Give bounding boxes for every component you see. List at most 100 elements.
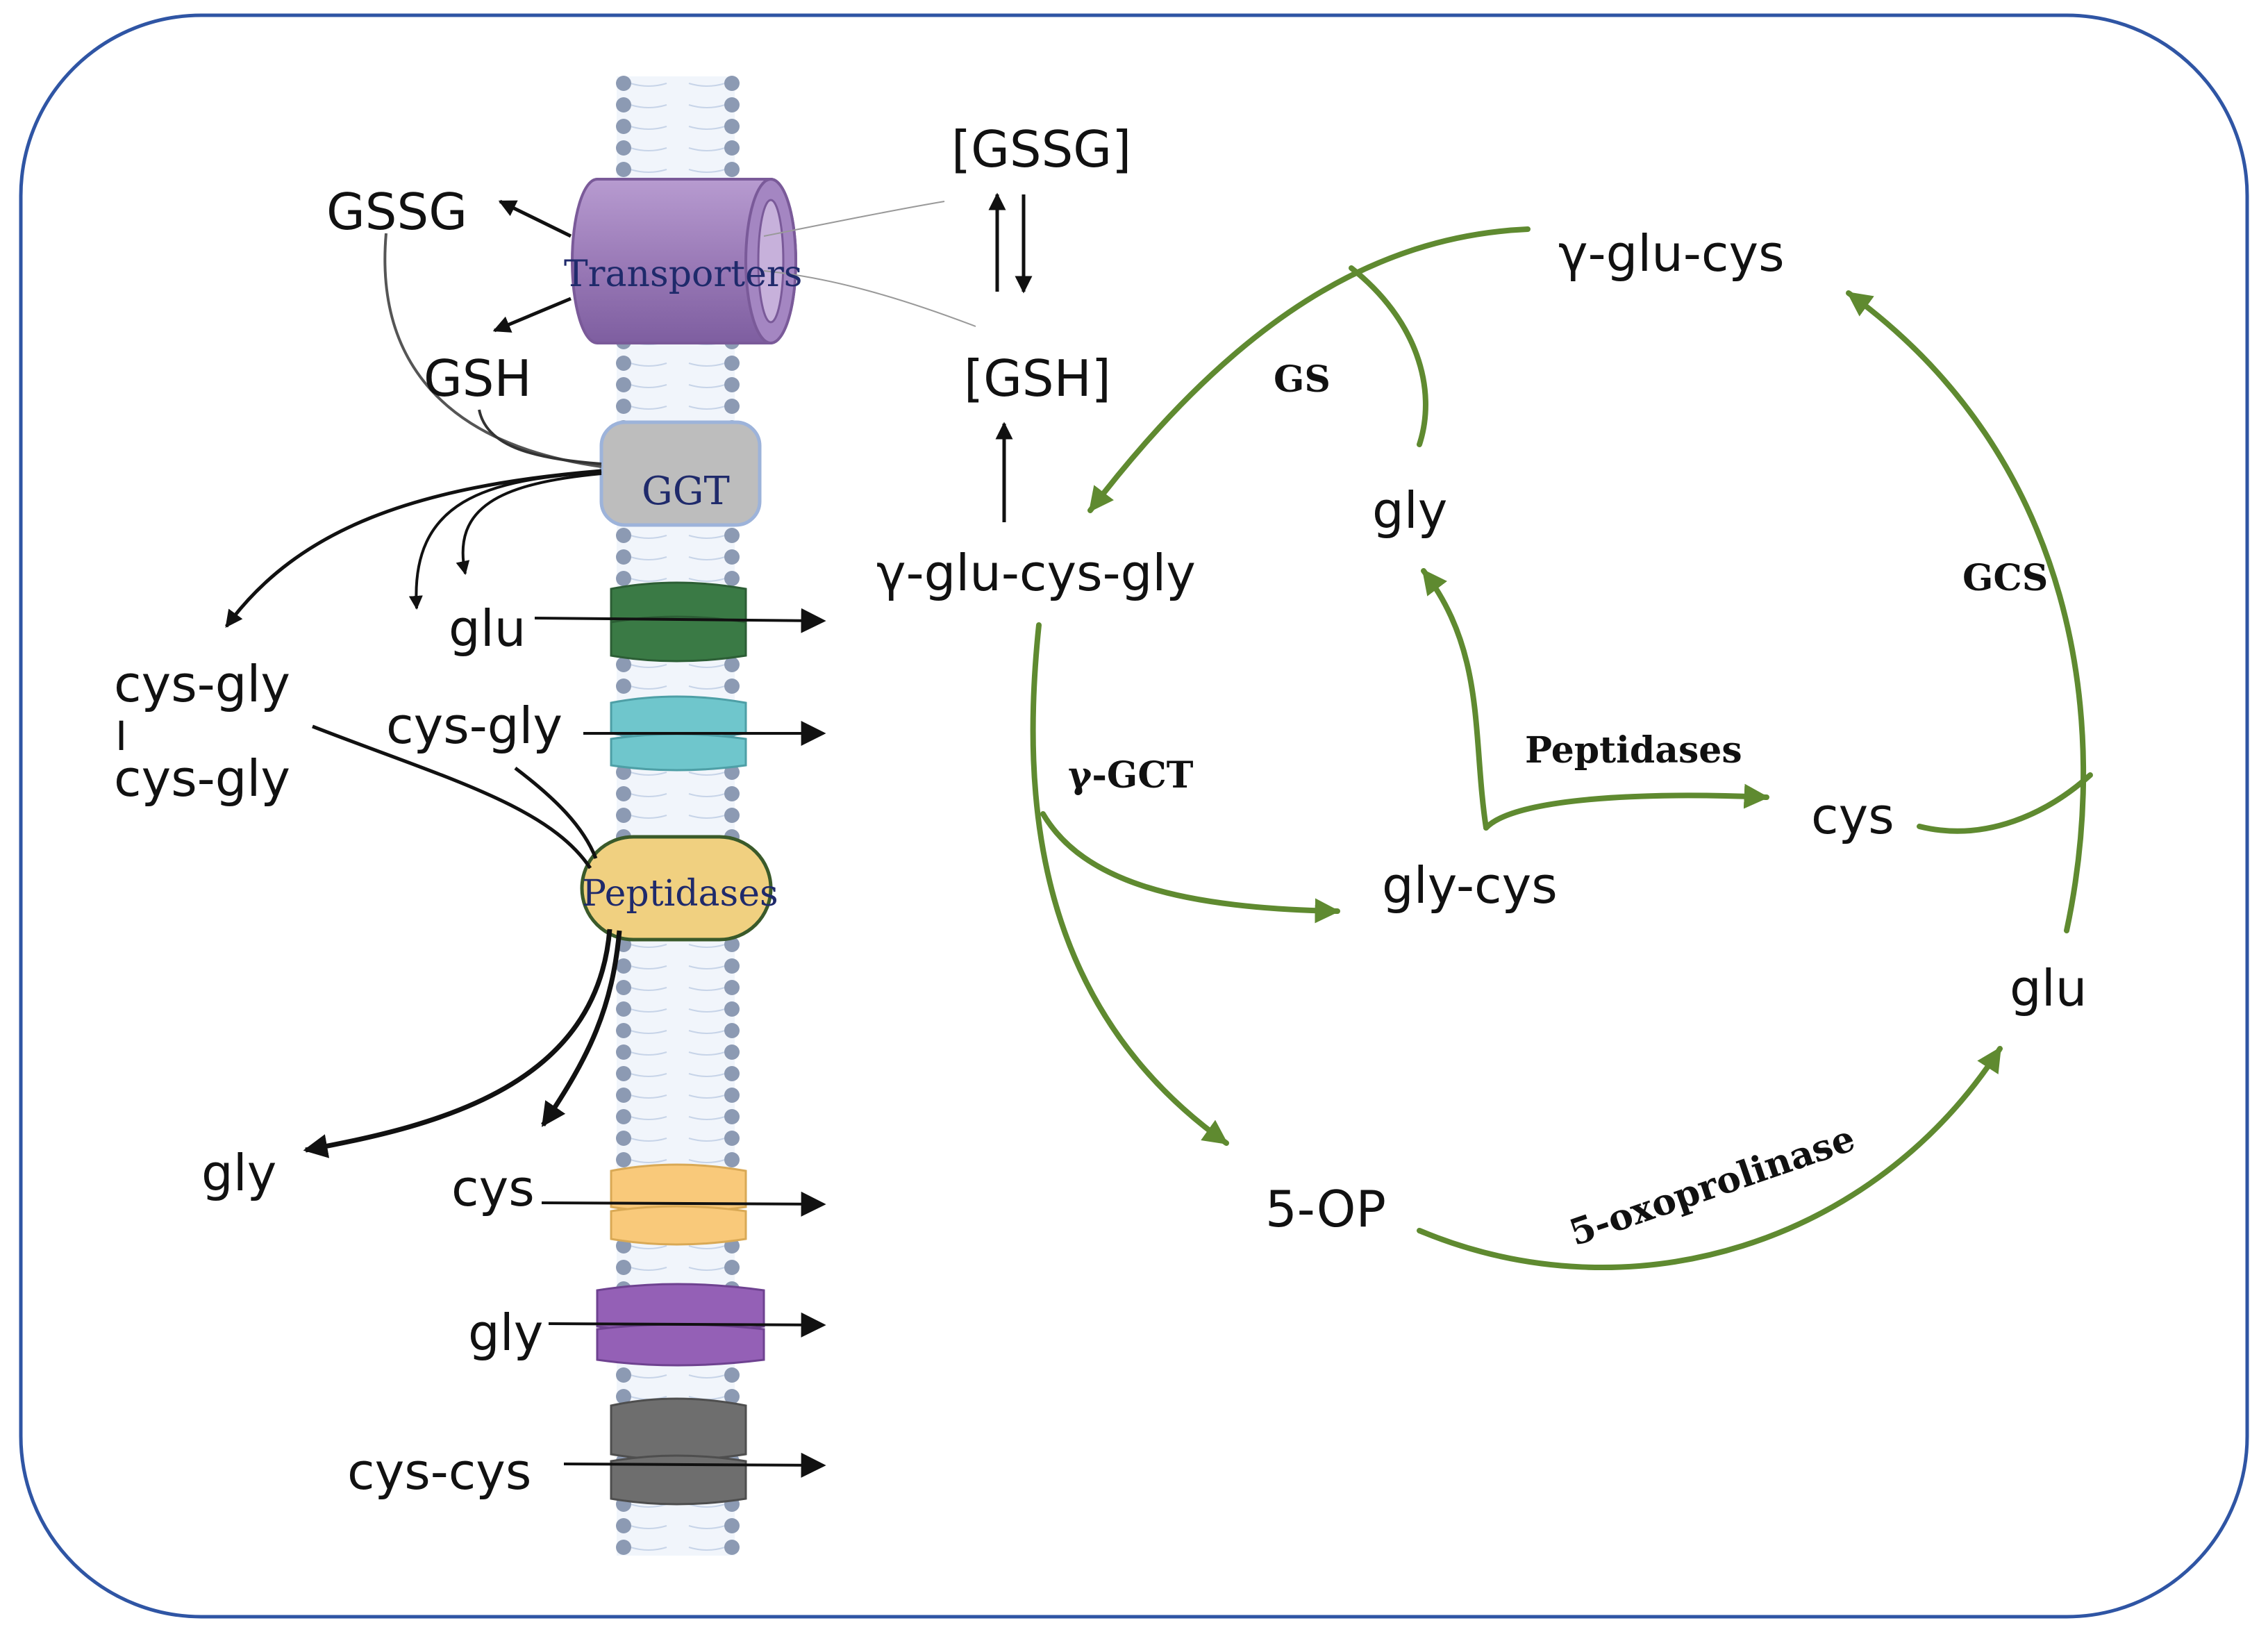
lipid-head [724, 657, 740, 672]
lipid-head [616, 1367, 631, 1383]
label-5-oxoprolinase: 5-oxoprolinase [1564, 1117, 1860, 1255]
lipid-head [616, 162, 631, 177]
cys-cys-channel [610, 1397, 747, 1506]
lipid-tail [630, 965, 726, 969]
uptake-arrow-cys-cys [563, 1452, 826, 1478]
lipid-head [616, 549, 631, 565]
lipid-tail [630, 578, 726, 582]
lipid-head [724, 140, 740, 156]
label-gssg: GSSG [326, 183, 467, 241]
lipid-head [616, 356, 631, 371]
label-gamma-glu-cys-gly: γ-glu-cys-gly [876, 544, 1196, 602]
label-peptidases-membrane: Peptidases [582, 873, 778, 915]
lipid-tail [630, 1547, 726, 1551]
lipid-head [616, 1260, 631, 1275]
label-gamma-glu-cys: γ-glu-cys [1558, 224, 1785, 283]
lipid-head [616, 399, 631, 414]
lipid-head [616, 1540, 631, 1555]
lipid-head [724, 356, 740, 371]
lipid-tail [630, 535, 726, 539]
lipid-tail [630, 384, 726, 388]
arrow-to-gssg [498, 199, 572, 238]
lipid-head [724, 1131, 740, 1146]
lipid-head [616, 1109, 631, 1124]
lipid-head [724, 76, 740, 91]
lipid-head [724, 786, 740, 801]
gamma-glutamyl-cycle [1030, 226, 2093, 1270]
lipid-head [616, 1152, 631, 1167]
lipid-tail [630, 1138, 726, 1142]
cys-to-gcs-line [1917, 772, 2093, 834]
label-gly-2: gly [468, 1304, 543, 1362]
lipid-head [616, 1001, 631, 1017]
lipid-tail [630, 944, 726, 948]
gly-to-gs-line [1349, 265, 1428, 447]
label-gamma-gct: γ-GCT [1068, 754, 1194, 797]
transporter-connectors [763, 201, 976, 327]
cys-gly-to-peptidase-b [514, 767, 598, 859]
lipid-head [724, 1260, 740, 1275]
label-gly-cys: gly-cys [1382, 856, 1558, 915]
arrow-to-gsh [492, 297, 572, 333]
label-bond: I [115, 713, 127, 760]
lipid-tail [630, 406, 726, 410]
outer-frame [19, 13, 2249, 1619]
arrow-peptidase-to-gly-intra [1421, 568, 1489, 831]
label-ggt: GGT [642, 469, 730, 514]
label-cys-intra: cys [1811, 787, 1894, 845]
arrow-ggt-to-glu-b [456, 472, 602, 575]
lipid-head [616, 119, 631, 134]
gsh-to-ggt-line [478, 409, 602, 465]
lipid-head [724, 1044, 740, 1060]
lipid-tail [630, 1374, 726, 1379]
lipid-tail [630, 664, 726, 668]
lipid-head [616, 97, 631, 113]
lipid-head [724, 571, 740, 586]
lipid-tail [630, 1116, 726, 1120]
lipid-head [724, 162, 740, 177]
arrow-ggt-to-glu-a [408, 471, 602, 610]
label-gs: GS [1274, 358, 1331, 401]
lipid-tail [630, 1525, 726, 1529]
label-gly: gly [201, 1144, 276, 1202]
lipid-tail [630, 1030, 726, 1034]
extracellular-arrows [224, 192, 1033, 1478]
lipid-head [616, 1023, 631, 1038]
lipid-head [724, 1389, 740, 1404]
label-5-op: 5-OP [1265, 1180, 1386, 1238]
lipid-head [724, 377, 740, 392]
lipid-tail [630, 1267, 726, 1271]
lipid-head [616, 140, 631, 156]
lipid-head [724, 97, 740, 113]
arrow-5-oxoprolinase [1417, 1046, 2003, 1270]
arrow-gamma-gct-to-5op [1030, 622, 1229, 1146]
lipid-tail [630, 987, 726, 991]
label-peptidases-intra: Peptidases [1525, 729, 1742, 772]
lipid-tail [630, 147, 726, 151]
lipid-tail [630, 685, 726, 690]
lipid-tail [630, 1008, 726, 1013]
label-cys-cys: cys-cys [347, 1442, 531, 1501]
peptidase-enzyme [580, 835, 773, 942]
lipid-head [724, 1518, 740, 1533]
lipid-head [616, 1131, 631, 1146]
uptake-arrow-glu [534, 608, 826, 633]
label-cys-gly-a: cys-gly [114, 655, 290, 713]
uptake-arrow-gly [548, 1312, 826, 1338]
lipid-head [724, 958, 740, 974]
label-gcs: GCS [1962, 557, 2048, 599]
lipid-tail [630, 104, 726, 108]
lipid-tail [630, 363, 726, 367]
lipid-head [724, 1066, 740, 1081]
lipid-tail [630, 1159, 726, 1163]
cys-gly-to-peptidase-a [312, 724, 592, 869]
lipid-tail [630, 1094, 726, 1099]
lipid-head [724, 1109, 740, 1124]
lipid-head [724, 119, 740, 134]
label-transporters: Transporters [564, 253, 802, 295]
gly-channel [596, 1283, 765, 1367]
lipid-head [616, 958, 631, 974]
lipid-head [616, 1389, 631, 1404]
lipid-head [724, 1152, 740, 1167]
